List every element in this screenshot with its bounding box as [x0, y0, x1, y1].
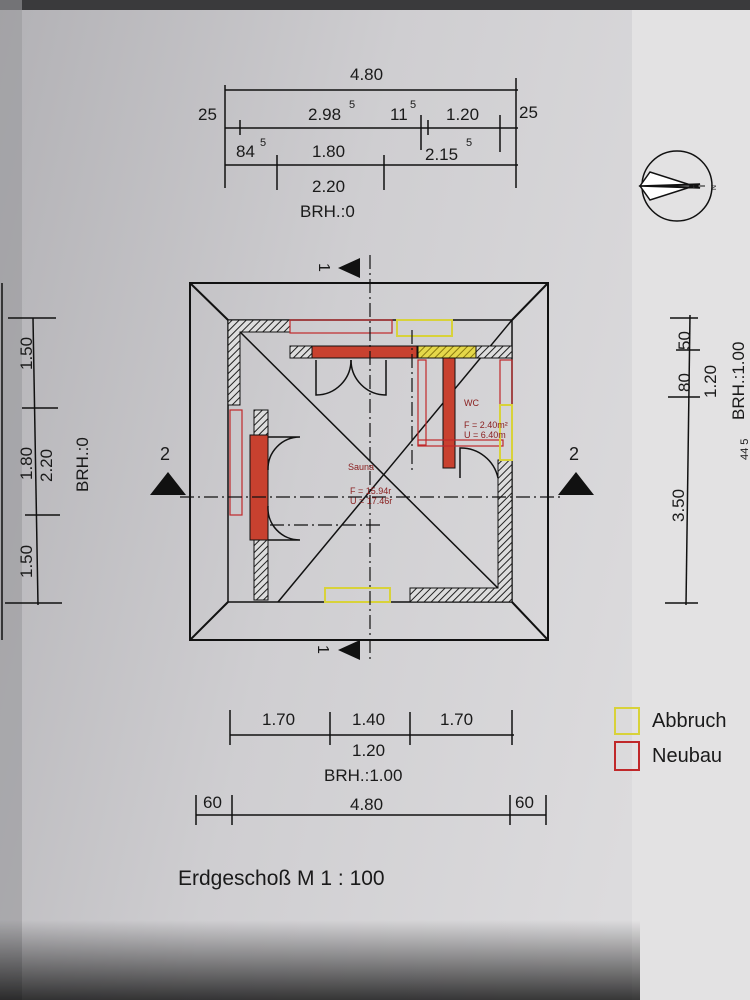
dim-left-brh: BRH.:0	[73, 437, 92, 492]
room-wc-name: WC	[464, 398, 479, 408]
right-dimension-chain	[665, 314, 700, 606]
section-1-bottom-arrow-icon	[338, 640, 360, 660]
dim-top-gap-sup: 5	[410, 99, 416, 111]
dim-top-left-edge: 25	[198, 105, 217, 124]
dim-bottom-window: 1.20	[352, 741, 385, 760]
room-sauna-name: Sauna	[348, 462, 374, 472]
legend-abbruch-swatch	[614, 707, 640, 735]
dim-bottom-seg3: 1.70	[440, 710, 473, 729]
section-lines	[180, 255, 560, 660]
dim-right-seg2: 80	[675, 373, 694, 392]
room-wc-area: F = 2.40m²	[464, 420, 508, 430]
plan-title: Erdgeschoß M 1 : 100	[178, 867, 385, 890]
dim-bottom-edge-right: 60	[515, 793, 534, 812]
dim-bottom-edge-left: 60	[203, 793, 222, 812]
section-1-bottom-label: 1	[314, 645, 331, 654]
hand-shadow	[0, 920, 640, 1000]
dim-right-seg3: 3.50	[669, 489, 688, 522]
walls	[227, 319, 513, 603]
top-edge	[0, 0, 750, 10]
dim-right-partial: 44 5	[739, 439, 750, 460]
room-sauna-perimeter: U = 17.46r	[350, 496, 392, 506]
demolish-wall-top	[417, 345, 477, 359]
section-markers	[150, 258, 594, 660]
dim-bottom-seg2: 1.40	[352, 710, 385, 729]
dim-bottom-seg1: 1.70	[262, 710, 295, 729]
legend-neubau-swatch	[614, 741, 640, 771]
dim-top-mid: 2.98	[308, 105, 341, 124]
dim-top-brh: BRH.:0	[300, 202, 355, 221]
dim-top-gap: 11	[390, 105, 408, 124]
new-wall-top	[311, 345, 418, 359]
dim-top-left-small: 84	[236, 142, 255, 161]
section-2-right-arrow-icon	[558, 472, 594, 495]
dim-top-right-small: 2.15	[425, 145, 458, 164]
room-wc-perimeter: U = 6.40m	[464, 430, 506, 440]
section-1-top-arrow-icon	[338, 258, 360, 278]
top-dimension-chain	[224, 78, 518, 190]
dim-top-right-edge: 25	[519, 103, 538, 122]
dim-top-mid-sup: 5	[349, 99, 355, 111]
legend-neubau-label: Neubau	[652, 745, 722, 767]
dim-top-left-small-sup: 5	[260, 137, 266, 149]
dim-top-right-small-sup: 5	[466, 137, 472, 149]
section-2-left-label: 2	[160, 444, 170, 464]
legend-abbruch-label: Abbruch	[652, 710, 727, 732]
paper-fold-right	[632, 10, 750, 1000]
section-2-right-label: 2	[569, 444, 579, 464]
dim-bottom-brh: BRH.:1.00	[324, 766, 402, 785]
left-dimension-chain	[1, 283, 62, 640]
dim-left-window: 2.20	[37, 449, 56, 482]
room-sauna-area: F = 15.94r	[350, 486, 391, 496]
dim-left-seg2: 1.80	[17, 447, 36, 480]
doors	[267, 359, 499, 541]
dim-top-total: 4.80	[350, 65, 383, 84]
dim-top-bottom: 2.20	[312, 177, 345, 196]
dim-right-window: 1.20	[701, 365, 720, 398]
section-1-top-label: 1	[315, 263, 332, 272]
compass-north: N	[709, 185, 716, 190]
dim-left-seg1: 1.50	[17, 337, 36, 370]
dim-top-window: 1.80	[312, 142, 345, 161]
dim-bottom-total: 4.80	[350, 795, 383, 814]
dim-right-brh: BRH.:1.00	[729, 342, 748, 420]
new-wall-sauna-left	[249, 434, 269, 541]
dim-top-right-seg: 1.20	[446, 105, 479, 124]
paper-shadow-left	[0, 0, 22, 1000]
compass-icon	[638, 150, 713, 222]
section-2-left-arrow-icon	[150, 472, 186, 495]
dim-left-seg3: 1.50	[17, 545, 36, 578]
bottom-dimension-chain	[195, 710, 547, 825]
dim-right-seg1: 50	[675, 331, 694, 350]
